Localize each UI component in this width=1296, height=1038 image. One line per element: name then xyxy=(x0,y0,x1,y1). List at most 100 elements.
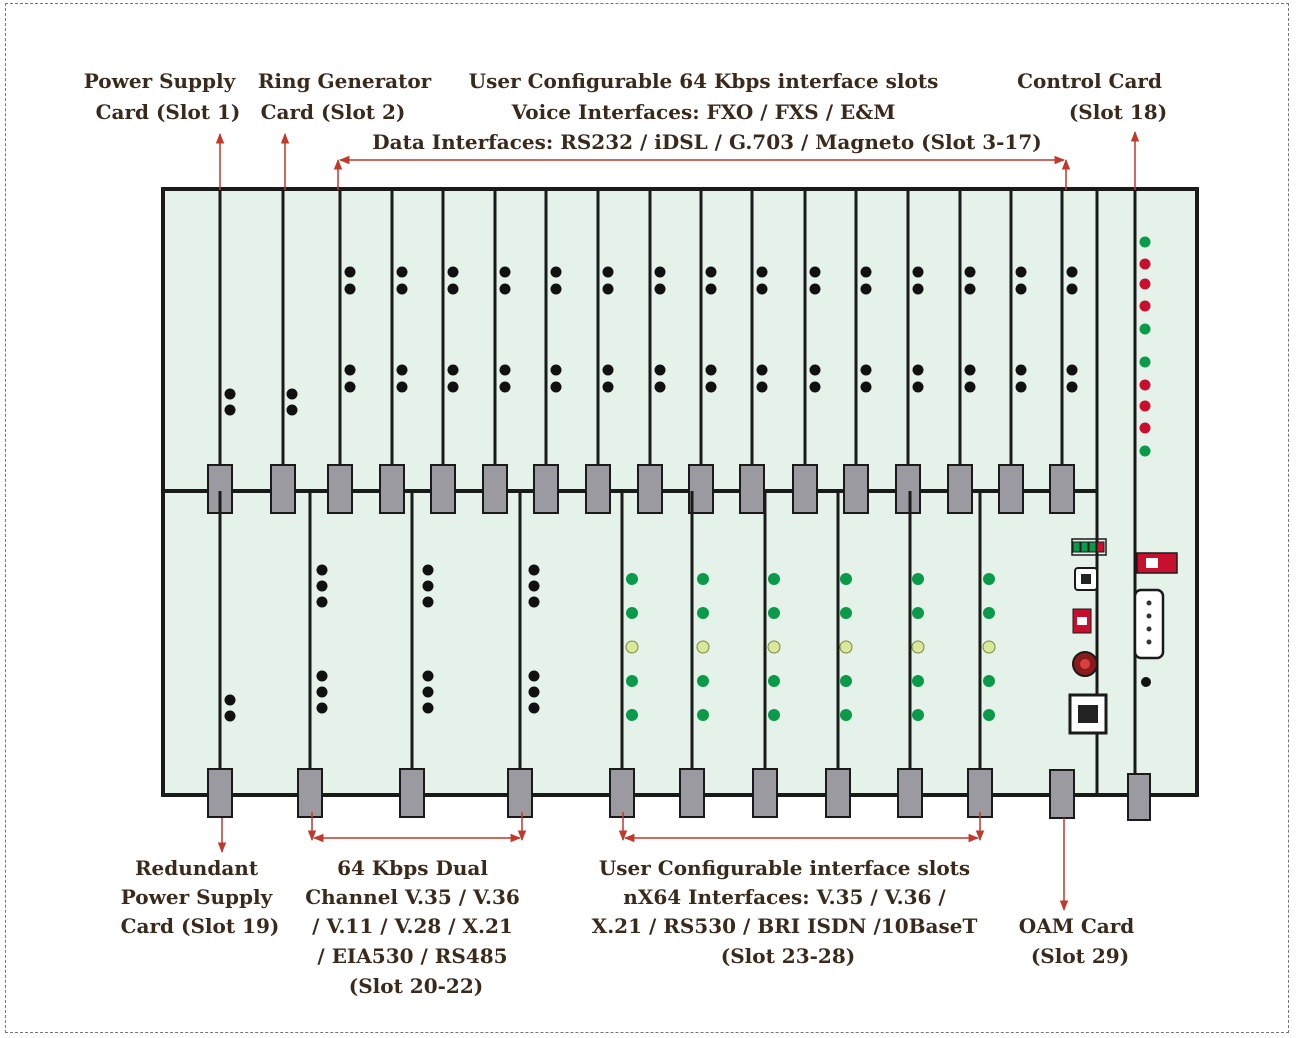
nx64-led-2-4 xyxy=(768,709,780,721)
slot-port-3-1 xyxy=(344,283,356,295)
slot-port-17-0 xyxy=(1066,266,1078,278)
control-led-2 xyxy=(1139,278,1151,290)
dual-port-1-1 xyxy=(422,580,434,592)
nx64-led-1-3 xyxy=(697,675,709,687)
nx64-led-4-4 xyxy=(912,709,924,721)
label-oam-card: OAM Card (Slot 29) xyxy=(1019,914,1141,968)
slot-port-9-3 xyxy=(654,381,666,393)
slot-port-12-2 xyxy=(809,364,821,376)
slot-port-8-2 xyxy=(602,364,614,376)
psu-port-0 xyxy=(224,388,236,400)
dual-port-1-5 xyxy=(422,702,434,714)
control-db9-port xyxy=(1133,588,1165,660)
oam-usb-core xyxy=(1081,574,1091,584)
slot-port-17-1 xyxy=(1066,283,1078,295)
slot-port-8-1 xyxy=(602,283,614,295)
lower-card-24-connector xyxy=(679,768,705,818)
control-led-7 xyxy=(1139,400,1151,412)
dual-port-1-4 xyxy=(422,686,434,698)
control-dip-knob xyxy=(1146,558,1158,568)
arrow-layer xyxy=(215,130,1140,912)
slot-port-12-1 xyxy=(809,283,821,295)
dual-port-0-3 xyxy=(316,670,328,682)
lower-card-28-connector xyxy=(967,768,993,818)
nx64-led-1-2 xyxy=(696,640,710,654)
slot-port-17-2 xyxy=(1066,364,1078,376)
dual-port-2-4 xyxy=(528,686,540,698)
lower-card-22-connector xyxy=(507,768,533,818)
slot-port-6-1 xyxy=(499,283,511,295)
nx64-led-2-3 xyxy=(768,675,780,687)
slot-port-5-0 xyxy=(447,266,459,278)
lower-card-25-connector xyxy=(752,768,778,818)
control-led-0 xyxy=(1139,236,1151,248)
slot-port-6-2 xyxy=(499,364,511,376)
lower-card-27-connector xyxy=(897,768,923,818)
dual-port-0-1 xyxy=(316,580,328,592)
upper-card-6-connector xyxy=(482,464,508,514)
slot-port-11-1 xyxy=(756,283,768,295)
label-control-card: Control Card (Slot 18) xyxy=(1017,69,1169,124)
control-db9-pin-1 xyxy=(1146,613,1152,619)
slot-port-4-2 xyxy=(396,364,408,376)
nx64-led-5-1 xyxy=(983,607,995,619)
nx64-led-5-4 xyxy=(983,709,995,721)
slot-port-12-0 xyxy=(809,266,821,278)
slot-port-9-0 xyxy=(654,266,666,278)
upper-card-8-connector xyxy=(585,464,611,514)
dual-port-0-2 xyxy=(316,596,328,608)
slot-port-7-3 xyxy=(550,381,562,393)
label-dual-channel: 64 Kbps Dual Channel V.35 / V.36 / V.11 … xyxy=(305,856,527,998)
slot-port-6-0 xyxy=(499,266,511,278)
slot-port-15-1 xyxy=(964,283,976,295)
slot-port-14-3 xyxy=(912,381,924,393)
control-led-6 xyxy=(1139,379,1151,391)
control-led-1 xyxy=(1139,258,1151,270)
slot-port-10-0 xyxy=(705,266,717,278)
control-led-9 xyxy=(1139,445,1151,457)
slot-port-16-1 xyxy=(1015,283,1027,295)
slot-port-15-0 xyxy=(964,266,976,278)
nx64-led-0-4 xyxy=(626,709,638,721)
control-led-5 xyxy=(1139,356,1151,368)
nx64-led-4-0 xyxy=(912,573,924,585)
upper-card-5-connector xyxy=(430,464,456,514)
control-db9-pin-0 xyxy=(1146,600,1152,606)
oam-led-bar-2 xyxy=(1088,541,1097,553)
dual-port-1-2 xyxy=(422,596,434,608)
slot-port-14-0 xyxy=(912,266,924,278)
control-led-8 xyxy=(1139,422,1151,434)
slot-port-8-3 xyxy=(602,381,614,393)
slot-port-12-3 xyxy=(809,381,821,393)
label-redundant-power-supply: Redundant Power Supply Card (Slot 19) xyxy=(121,856,280,938)
slot-port-9-1 xyxy=(654,283,666,295)
psu-port-b-1 xyxy=(286,404,298,416)
label-user-nx64-slots: User Configurable interface slots nX64 I… xyxy=(592,856,985,968)
upper-card-14-connector xyxy=(895,464,921,514)
slot-port-11-3 xyxy=(756,381,768,393)
upper-card-12-connector xyxy=(792,464,818,514)
slot-port-6-3 xyxy=(499,381,511,393)
slot-port-15-2 xyxy=(964,364,976,376)
label-user-64k-slots: User Configurable 64 Kbps interface slot… xyxy=(372,69,1041,154)
upper-card-3-connector xyxy=(327,464,353,514)
nx64-led-1-4 xyxy=(697,709,709,721)
oam-rj45-socket xyxy=(1078,705,1098,723)
upper-card-2-connector xyxy=(270,464,296,514)
nx64-led-2-2 xyxy=(767,640,781,654)
oam-led-bar-0 xyxy=(1072,541,1081,553)
nx64-led-4-1 xyxy=(912,607,924,619)
nx64-led-0-1 xyxy=(626,607,638,619)
port-layer xyxy=(224,236,1178,735)
slot-port-16-0 xyxy=(1015,266,1027,278)
nx64-led-3-2 xyxy=(839,640,853,654)
slot-port-11-2 xyxy=(756,364,768,376)
nx64-led-2-1 xyxy=(768,607,780,619)
control-led-4 xyxy=(1139,323,1151,335)
slot-port-4-1 xyxy=(396,283,408,295)
slot-port-14-1 xyxy=(912,283,924,295)
nx64-led-0-3 xyxy=(626,675,638,687)
dual-port-0-4 xyxy=(316,686,328,698)
slot-port-10-3 xyxy=(705,381,717,393)
